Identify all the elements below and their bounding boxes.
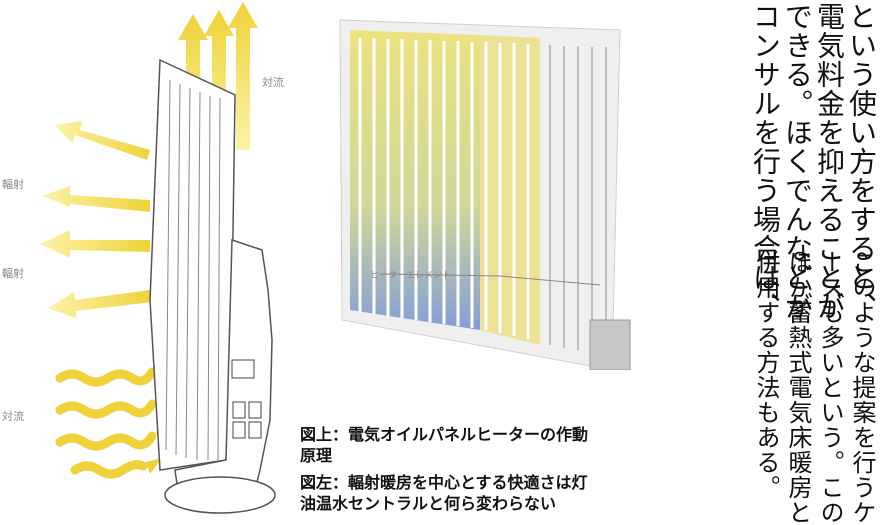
caption-left-line1: 図左：輻射暖房を中心とする快適さは灯: [300, 473, 588, 492]
caption-left-line2: 油温水セントラルと何ら変わらない: [300, 494, 557, 513]
label-convection-top: 対流: [262, 76, 284, 89]
heater-side-diagram: [40, 2, 276, 514]
body-column-lower-4: 併用する方法もある。: [752, 250, 780, 500]
radiation-arrows: [40, 121, 152, 318]
body-column-lower-3: ほか蓄熱式電気床暖房と: [784, 250, 812, 525]
control-panel: [231, 359, 262, 439]
column-divider: [801, 258, 802, 270]
label-radiation-2: 輻射: [2, 267, 24, 280]
body-column-lower-1: このような提案を行うケ: [848, 250, 876, 525]
convection-wavy-arrows: [55, 367, 157, 479]
caption-upper-line1: 図上：電気オイルパネルヒーターの作動: [300, 425, 589, 444]
label-radiation-1: 輻射: [2, 178, 24, 191]
label-convection-bottom: 対流: [2, 410, 24, 423]
body-column-upper-1: という使い方をすると、: [845, 2, 878, 321]
label-heater-element: ヒーターエレメント: [370, 271, 452, 281]
body-column-lower-2: ースも多いという。この: [816, 250, 844, 525]
heater-element-line: [381, 273, 601, 286]
caption-upper-line2: 原理: [300, 446, 333, 465]
body-column-upper-3: できる。ほくでんなどが: [781, 2, 814, 321]
heater-outline: [149, 58, 276, 514]
oil-panel-heater-diagram: [339, 19, 631, 370]
body-column-upper-2: 電気料金を抑えることが: [813, 2, 846, 321]
body-column-upper-4: コンサルを行う場合は、: [749, 2, 782, 321]
